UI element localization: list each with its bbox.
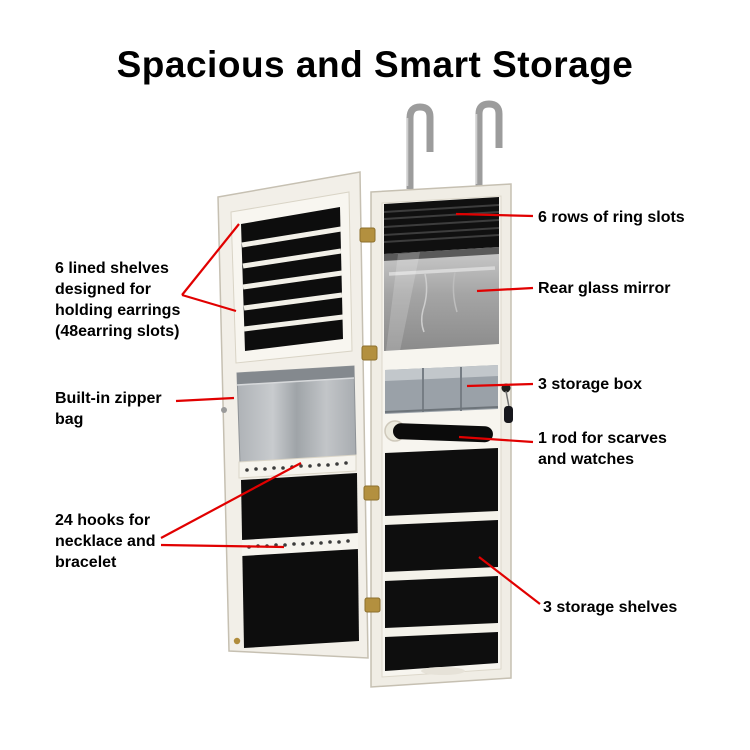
- over-door-hooks: [406, 100, 503, 189]
- earring-shelves-panel: [230, 191, 353, 364]
- callout-lines: [160, 212, 541, 605]
- callout-line-hooks-a: [160, 462, 302, 539]
- annotation-mirror: Rear glass mirror: [538, 280, 671, 297]
- page-title: Spacious and Smart Storage: [116, 44, 634, 85]
- cabinet-door: [217, 171, 369, 659]
- callout-line-earring-shelves-a: [181, 223, 240, 296]
- over-door-hook: [475, 100, 503, 187]
- callout-line-shelves: [478, 556, 541, 605]
- callout-line-hooks-b: [160, 543, 285, 549]
- callout-line-rod: [458, 435, 534, 444]
- hook-strip-top: [238, 454, 357, 479]
- callout-line-earring-shelves-b: [181, 293, 237, 313]
- annotation-zipper-bag: Built-in zipper bag: [55, 390, 162, 428]
- door-foot: [233, 637, 241, 645]
- cabinet-body: [370, 183, 513, 688]
- storage-shelves-panel: [385, 448, 498, 671]
- callout-line-mirror: [476, 286, 534, 293]
- callout-line-zipper-bag: [175, 396, 235, 403]
- faint-brand-mark: [421, 667, 465, 675]
- callout-line-storage-box: [466, 382, 534, 388]
- door-magnet: [221, 407, 227, 413]
- callout-line-ring-slots: [455, 212, 534, 218]
- rear-mirror: [384, 247, 499, 351]
- annotation-rod: 1 rod for scarves and watches: [538, 430, 667, 468]
- annotation-storage-shelves: 3 storage shelves: [543, 599, 678, 616]
- annotation-ring-slots: 6 rows of ring slots: [538, 209, 685, 226]
- necklace-panel: [241, 473, 359, 648]
- storage-boxes: [384, 365, 499, 414]
- annotation-earring-shelves: 6 lined shelves designed for holding ear…: [55, 260, 181, 340]
- zipper-bag: [236, 365, 357, 464]
- ring-slots-panel: [383, 197, 500, 257]
- annotation-storage-box: 3 storage box: [538, 376, 643, 393]
- over-door-hook: [406, 103, 434, 189]
- hinges: [359, 227, 381, 613]
- annotation-hooks: 24 hooks for necklace and bracelet: [55, 512, 156, 571]
